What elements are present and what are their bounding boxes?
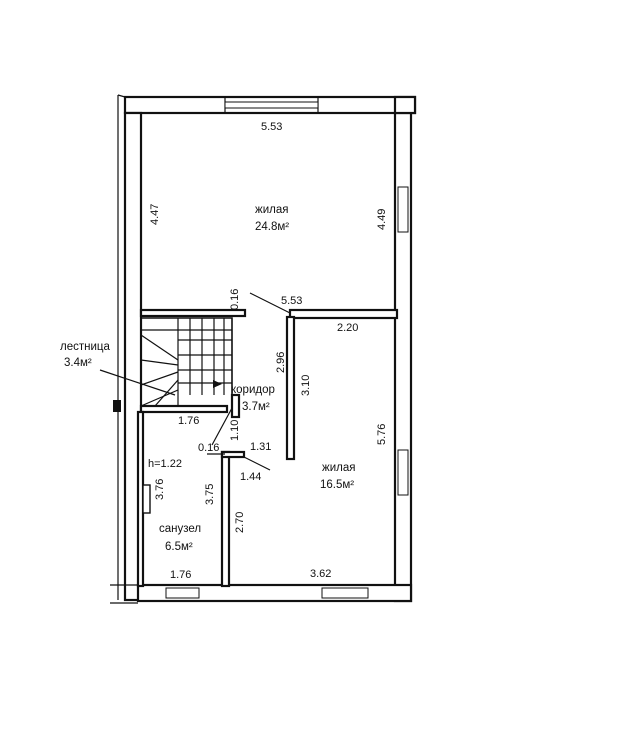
room-living-lower-area: 16.5м² (320, 479, 354, 491)
room-living-upper-area: 24.8м² (255, 221, 289, 233)
partition-bath-right (220, 450, 231, 588)
right-wall (393, 95, 417, 603)
leader-partition (249, 292, 291, 314)
dim-opening-2: 1.44 (240, 471, 261, 483)
dim-lower-wall: 2.70 (234, 512, 246, 533)
dim-inner-wall-2: 2.96 (275, 352, 287, 373)
bottom-window-1 (165, 587, 200, 599)
bath-fixture (142, 484, 151, 514)
dim-partition-right: 2.20 (337, 322, 358, 334)
dim-partition-thickness-top: 0.16 (229, 289, 241, 310)
bottom-window-2 (321, 587, 369, 599)
dim-inner-wall-3: 3.10 (300, 375, 312, 396)
leader-corridor-thick (211, 407, 233, 446)
left-wall (113, 94, 143, 602)
dim-bath-bottom: 1.76 (170, 569, 191, 581)
partition-upper (288, 308, 399, 320)
dim-bath-left: 3.76 (154, 479, 166, 500)
top-window-1 (224, 101, 319, 109)
room-stair-area: 3.4м² (64, 357, 92, 369)
partition-corridor-bottom (139, 404, 229, 414)
dim-upper-right-height: 4.49 (376, 209, 388, 230)
bottom-wall (110, 583, 413, 604)
dim-corridor-bottom: 1.76 (178, 415, 199, 427)
dim-right-lower-height: 5.76 (376, 424, 388, 445)
dim-partition-width: 5.53 (281, 295, 302, 307)
right-window-2 (397, 449, 409, 496)
room-corridor-area: 3.7м² (242, 401, 270, 413)
leader-opening (243, 456, 271, 471)
partition-bath-stub (220, 450, 246, 459)
dim-top-width: 5.53 (261, 121, 282, 133)
right-window-1 (397, 186, 409, 233)
leader-stair (99, 369, 176, 396)
partition-corridor-right (230, 393, 241, 419)
dim-corridor-height: 1.10 (229, 420, 241, 441)
partition-bath-left (136, 410, 145, 588)
room-stair-name: лестница (60, 341, 110, 353)
room-corridor-name: коридор (231, 384, 275, 396)
room-bath-area: 6.5м² (165, 541, 193, 553)
room-bath-height: h=1.22 (148, 458, 182, 470)
room-living-upper-name: жилая (255, 204, 288, 216)
dim-opening-1: 1.31 (250, 441, 271, 453)
dim-bath-middle: 3.75 (204, 484, 216, 505)
room-bath-name: санузел (159, 523, 201, 535)
dim-upper-left-height: 4.47 (149, 204, 161, 225)
stair-arrow-icon (213, 380, 222, 388)
partition-stair-top (139, 308, 247, 318)
room-living-lower-name: жилая (322, 462, 355, 474)
dim-living-bottom: 3.62 (310, 568, 331, 580)
staircase (140, 317, 233, 407)
partition-vertical (285, 315, 296, 461)
dim-corridor-thickness: 0.16 (198, 442, 219, 454)
